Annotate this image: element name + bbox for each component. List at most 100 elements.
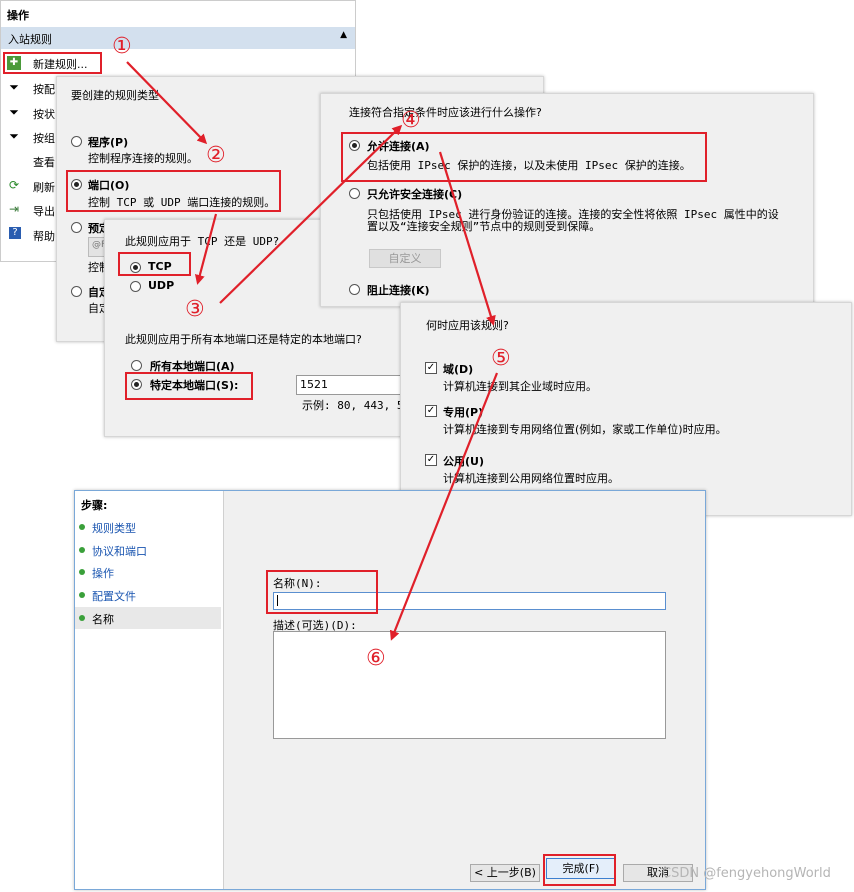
steps-sidebar: 步骤: 规则类型 协议和端口 操作 配置文件 名称 — [75, 491, 224, 889]
allow-radio[interactable] — [349, 140, 360, 151]
step-dot-icon — [79, 524, 85, 530]
steps-title: 步骤: — [81, 499, 108, 512]
block-radio[interactable] — [349, 284, 360, 295]
port-desc: 控制 TCP 或 UDP 端口连接的规则。 — [88, 196, 276, 209]
secure-desc-line1: 只包括使用 IPsec 进行身份验证的连接。连接的安全性将依照 IPsec 属性… — [367, 208, 779, 221]
inbound-rules-header[interactable]: 入站规则 ▲ — [1, 27, 355, 49]
public-checkbox[interactable]: ✓ — [425, 454, 437, 466]
port-radio[interactable] — [71, 179, 82, 190]
domain-label: 域(D) — [443, 363, 474, 376]
step-marker-3: ③ — [185, 297, 205, 322]
tcp-label: TCP — [148, 260, 172, 273]
menu-item-label: 刷新 — [33, 181, 55, 194]
menu-item-filter-group[interactable]: ⏷ 按组 — [5, 128, 65, 146]
step-profile[interactable]: 配置文件 — [75, 586, 221, 604]
help-icon: ? — [9, 227, 21, 239]
arrow-4-to-5 — [438, 151, 496, 326]
domain-desc: 计算机连接到其企业域时应用。 — [443, 380, 597, 393]
protocol-prompt: 此规则应用于 TCP 还是 UDP? — [125, 235, 280, 248]
step-protocol-ports[interactable]: 协议和端口 — [75, 541, 221, 559]
private-checkbox[interactable]: ✓ — [425, 405, 437, 417]
filter-icon: ⏷ — [9, 129, 19, 143]
menu-item-filter-state[interactable]: ⏷ 按状 — [5, 104, 65, 122]
step-dot-icon — [79, 592, 85, 598]
all-ports-label: 所有本地端口(A) — [150, 360, 235, 373]
port-label: 端口(O) — [88, 179, 130, 192]
menu-item-label: 按配 — [33, 83, 55, 96]
menu-item-view[interactable]: 查看 — [5, 152, 65, 170]
cancel-button[interactable]: 取消 — [623, 864, 693, 882]
step-name-current[interactable]: 名称 — [75, 607, 221, 629]
allow-desc: 包括使用 IPsec 保护的连接，以及未使用 IPsec 保护的连接。 — [367, 159, 691, 172]
specific-ports-label: 特定本地端口(S): — [150, 379, 239, 392]
port-input-value: 1521 — [300, 378, 328, 391]
rule-type-prompt: 要创建的规则类型 — [71, 89, 159, 102]
menu-item-filter-profile[interactable]: ⏷ 按配 — [5, 79, 65, 97]
new-rule-icon: ✚ — [7, 56, 21, 70]
custom-radio[interactable] — [71, 286, 82, 297]
step-dot-icon — [79, 547, 85, 553]
public-desc: 计算机连接到公用网络位置时应用。 — [443, 472, 619, 485]
menu-item-label: 查看 — [33, 156, 55, 169]
all-ports-radio[interactable] — [131, 360, 142, 371]
collapse-icon[interactable]: ▲ — [340, 30, 347, 40]
menu-item-label: 按状 — [33, 108, 55, 121]
step-action[interactable]: 操作 — [75, 563, 221, 581]
actions-pane-title: 操作 — [7, 9, 29, 22]
finish-button[interactable]: 完成(F) — [546, 858, 616, 879]
step-marker-4: ④ — [401, 108, 421, 133]
menu-item-export[interactable]: ⇥ 导出 — [5, 201, 65, 219]
step-dot-icon — [79, 569, 85, 575]
program-label: 程序(P) — [88, 136, 129, 149]
udp-label: UDP — [148, 279, 175, 292]
step-rule-type[interactable]: 规则类型 — [75, 518, 221, 536]
name-wizard-panel: 步骤: 规则类型 协议和端口 操作 配置文件 名称 名称(N): 描述(可选)(… — [74, 490, 706, 890]
tcp-radio[interactable] — [130, 262, 141, 273]
description-label: 描述(可选)(D): — [273, 619, 357, 632]
filter-icon: ⏷ — [9, 105, 19, 119]
program-radio[interactable] — [71, 136, 82, 147]
domain-checkbox[interactable]: ✓ — [425, 362, 437, 374]
udp-radio[interactable] — [130, 281, 141, 292]
program-desc: 控制程序连接的规则。 — [88, 152, 198, 165]
arrow-2-to-3 — [194, 213, 218, 285]
filter-icon: ⏷ — [9, 80, 19, 94]
block-label: 阻止连接(K) — [367, 284, 430, 297]
menu-item-label: 按组 — [33, 132, 55, 145]
predefined-radio[interactable] — [71, 222, 82, 233]
menu-item-help[interactable]: ? 帮助 — [5, 226, 65, 244]
port-input[interactable]: 1521 — [296, 375, 415, 395]
description-textarea[interactable] — [273, 631, 666, 739]
action-panel: 连接符合指定条件时应该进行什么操作? 允许连接(A) 包括使用 IPsec 保护… — [320, 93, 814, 307]
back-button[interactable]: < 上一步(B) — [470, 864, 540, 882]
name-label: 名称(N): — [273, 577, 322, 590]
port-scope-prompt: 此规则应用于所有本地端口还是特定的本地端口? — [125, 333, 362, 346]
step-label: 规则类型 — [92, 522, 136, 535]
menu-item-new-rule[interactable]: ✚ 新建规则... — [5, 53, 100, 73]
step-marker-6: ⑥ — [366, 646, 386, 671]
port-example: 示例: 80, 443, 50 — [302, 399, 411, 412]
step-marker-1: ① — [112, 34, 132, 59]
step-label: 名称 — [92, 613, 114, 626]
step-dot-icon — [79, 615, 85, 621]
action-prompt: 连接符合指定条件时应该进行什么操作? — [349, 106, 542, 119]
secure-desc-line2: 置以及“连接安全规则”节点中的规则受到保障。 — [367, 220, 601, 233]
step-marker-5: ⑤ — [491, 346, 511, 371]
menu-item-label: 帮助 — [33, 230, 55, 243]
step-marker-2: ② — [206, 143, 226, 168]
export-icon: ⇥ — [8, 202, 20, 216]
arrow-1-to-2 — [126, 61, 208, 145]
secure-radio[interactable] — [349, 188, 360, 199]
specific-ports-radio[interactable] — [131, 379, 142, 390]
name-input[interactable] — [273, 592, 666, 610]
secure-label: 只允许安全连接(C) — [367, 188, 463, 201]
step-label: 配置文件 — [92, 590, 136, 603]
menu-item-label: 新建规则... — [33, 58, 88, 71]
predefined-select-value: @F — [92, 240, 107, 250]
menu-item-refresh[interactable]: ⟳ 刷新 — [5, 177, 65, 195]
menu-item-label: 导出 — [33, 205, 55, 218]
text-caret — [277, 595, 278, 606]
watermark: CSDN @fengyehongWorld — [662, 866, 831, 881]
customize-button[interactable]: 自定义 — [369, 249, 441, 268]
